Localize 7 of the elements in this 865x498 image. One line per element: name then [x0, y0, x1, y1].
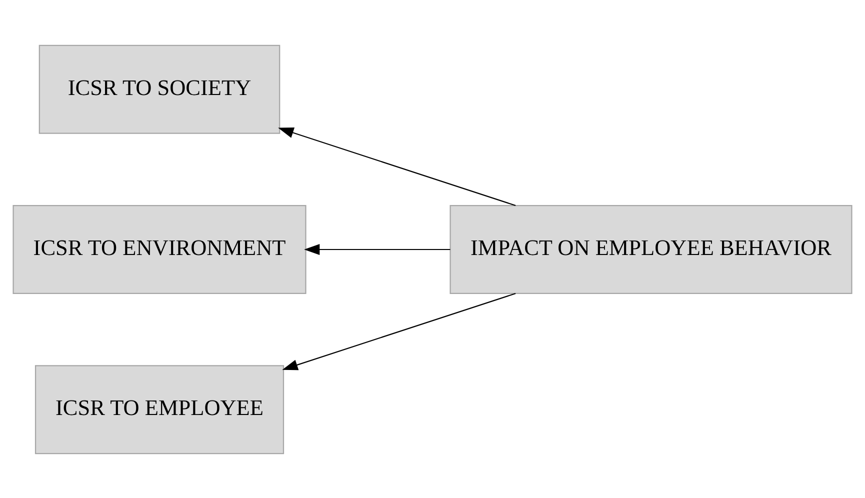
arrow [304, 244, 450, 254]
node-box: IMPACT ON EMPLOYEE BEHAVIOR [450, 204, 852, 294]
node-box: ICSR TO EMPLOYEE [34, 364, 284, 454]
node-box: ICSR TO SOCIETY [38, 44, 280, 134]
arrow [282, 292, 516, 370]
arrow [278, 126, 516, 206]
node-box: ICSR TO ENVIRONMENT [12, 204, 306, 294]
